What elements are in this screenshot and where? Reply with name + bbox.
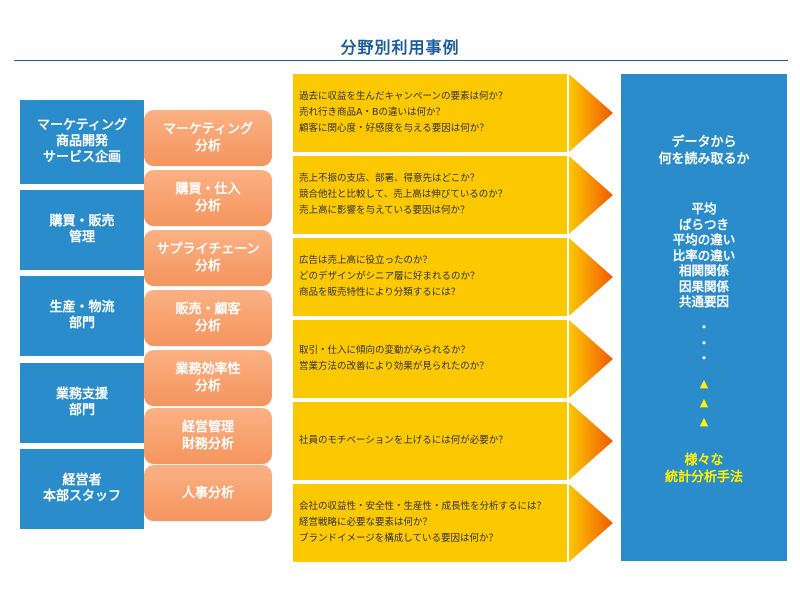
dot: ・ xyxy=(697,335,710,350)
department-management: 経営者 本部スタッフ xyxy=(20,449,144,529)
panel-footer: 様々な 統計分析手法 xyxy=(664,453,743,485)
question-text: 売上高に影響を与えている要因は何か？ xyxy=(299,205,470,216)
question-text: 経営戦略に必要な要素は何か？ xyxy=(299,517,433,528)
summary-panel: データから 何を読み取るか 平均 ばらつき 平均の違い 比率の違い 相関関係 因… xyxy=(621,74,787,561)
dot: ・ xyxy=(697,351,710,365)
question-text: 売れ行き商品A・Bの違いは何か？ xyxy=(299,107,446,118)
question-text: 顧客に関心度・好感度を与える要因は何か？ xyxy=(299,123,489,134)
list-item: 平均 xyxy=(691,201,717,216)
statistics-list: 平均 ばらつき 平均の違い 比率の違い 相関関係 因果関係 共通要因 xyxy=(621,201,787,310)
department-production-logistics: 生産・物流 部門 xyxy=(20,276,144,356)
analysis-finance: 経営管理 財務分析 xyxy=(144,408,272,464)
triangle-up-icon: ▲ xyxy=(699,415,709,428)
right-arrow-icon xyxy=(569,238,613,316)
right-arrow-icon xyxy=(569,74,613,152)
question-text: 取引・仕入に傾向の変動がみられるか？ xyxy=(299,345,471,356)
right-arrow-icon xyxy=(569,402,613,480)
analysis-hr: 人事分析 xyxy=(144,465,272,521)
department-business-support: 業務支援 部門 xyxy=(20,363,144,443)
question-text: どのデザインがシニア層に好まれるのか？ xyxy=(299,271,480,282)
question-text: 競合他社と比較して、売上高は伸びているのか？ xyxy=(299,189,508,200)
question-text: ブランドイメージを構成している要因は何か？ xyxy=(299,533,499,544)
list-item: 相関関係 xyxy=(678,263,729,278)
question-box: 売上不振の支店、部署、得意先はどこか？ 競合他社と比較して、売上高は伸びているの… xyxy=(293,156,567,234)
question-text: 広告は売上高に役立ったのか？ xyxy=(299,255,433,266)
analysis-efficiency: 業務効率性 分析 xyxy=(144,350,272,406)
analysis-stack: マーケティング 分析 購買・仕入 分析 サプライチェーン 分析 販売・顧客 分析… xyxy=(144,110,272,525)
right-arrow-icon xyxy=(569,320,613,398)
department-purchasing-sales: 購買・販売 管理 xyxy=(20,190,144,270)
analysis-purchasing: 購買・仕入 分析 xyxy=(144,170,272,226)
ellipsis-dots: ・ ・ ・ xyxy=(621,320,787,367)
title-divider xyxy=(14,60,788,61)
question-box: 広告は売上高に役立ったのか？ どのデザインがシニア層に好まれるのか？ 商品を販売… xyxy=(293,238,567,316)
list-item: 共通要因 xyxy=(678,294,729,309)
list-item: 平均の違い xyxy=(672,232,736,247)
analysis-marketing: マーケティング 分析 xyxy=(144,110,272,166)
question-box: 会社の収益性・安全性・生産性・成長性を分析するには？ 経営戦略に必要な要素は何か… xyxy=(293,484,567,562)
dot: ・ xyxy=(697,320,710,334)
page-title: 分野別利用事例 xyxy=(340,38,460,57)
list-item: 因果関係 xyxy=(678,278,729,294)
analysis-supply-chain: サプライチェーン 分析 xyxy=(144,230,272,286)
question-text: 社員のモチベーションを上げるには何が必要か？ xyxy=(299,435,508,446)
right-arrow-icon xyxy=(569,484,613,562)
panel-heading: データから 何を読み取るか xyxy=(658,135,750,167)
question-text: 過去に収益を生んだキャンペーンの要素は何か？ xyxy=(299,91,508,102)
list-item: 比率の違い xyxy=(672,247,736,263)
question-box: 社員のモチベーションを上げるには何が必要か？ xyxy=(293,402,567,480)
question-text: 営業方法の改善により効果が見られたのか？ xyxy=(299,361,489,372)
question-text: 売上不振の支店、部署、得意先はどこか？ xyxy=(299,173,480,184)
analysis-sales-customer: 販売・顧客 分析 xyxy=(144,290,272,346)
department-marketing: マーケティング 商品開発 サービス企画 xyxy=(20,100,144,184)
question-box: 取引・仕入に傾向の変動がみられるか？ 営業方法の改善により効果が見られたのか？ xyxy=(293,320,567,398)
question-text: 会社の収益性・安全性・生産性・成長性を分析するには？ xyxy=(299,501,547,512)
list-item: ばらつき xyxy=(678,216,729,232)
right-arrow-icon xyxy=(569,156,613,234)
question-box: 過去に収益を生んだキャンペーンの要素は何か？ 売れ行き商品A・Bの違いは何か？ … xyxy=(293,74,567,152)
triangle-up-icon: ▲ xyxy=(699,396,709,409)
question-text: 商品を販売特性により分類するには？ xyxy=(299,287,461,298)
triangle-up-icon: ▲ xyxy=(699,377,709,390)
